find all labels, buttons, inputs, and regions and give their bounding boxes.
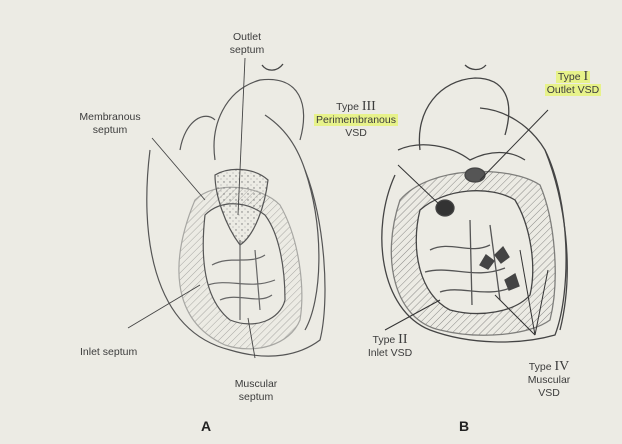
type-3-numeral: III: [362, 99, 376, 114]
type-1-word: Type: [558, 71, 581, 83]
label-outlet-septum: Outlet septum: [222, 31, 272, 57]
label-type-1: Type I Outlet VSD: [535, 70, 611, 97]
label-inlet-septum: Inlet septum: [80, 346, 137, 359]
heart-b-aorta: [419, 78, 508, 150]
label-membranous-septum: Membranous septum: [70, 111, 150, 137]
heart-b-inner: [416, 191, 532, 314]
heart-a-aorta: [214, 79, 304, 160]
panel-a-letter: A: [201, 418, 211, 434]
panel-b-letter: B: [459, 418, 469, 434]
heart-b: [262, 64, 567, 342]
label-type-2: Type II Inlet VSD: [360, 333, 420, 360]
type-2-numeral: II: [398, 332, 407, 347]
heart-a-trunk: [180, 116, 215, 150]
label-muscular-septum-line1: Muscular: [228, 378, 284, 391]
label-type-4: Type IV Muscular VSD: [517, 360, 581, 400]
type-3-text-1: Perimembranous: [314, 114, 398, 126]
heart-a-right-chamber: [305, 170, 319, 330]
label-type-4-heading: Type IV: [517, 360, 581, 374]
type-1-numeral: I: [584, 69, 589, 84]
type-4-text-2: VSD: [517, 387, 581, 400]
heart-b-trunk: [398, 145, 525, 160]
label-type-2-heading: Type II: [360, 333, 420, 347]
label-muscular-septum-line2: septum: [228, 391, 284, 404]
label-type-3-heading: Type III: [310, 100, 402, 114]
type-4-text-1: Muscular: [517, 374, 581, 387]
heart-b-arch: [465, 65, 486, 70]
type-2-word: Type: [372, 334, 395, 346]
label-membranous-septum-line2: septum: [70, 124, 150, 137]
label-outlet-septum-line1: Outlet: [222, 31, 272, 44]
type-3-text-2: VSD: [310, 127, 402, 140]
label-type-3: Type III Perimembranous VSD: [310, 100, 402, 140]
type-3-word: Type: [336, 101, 359, 113]
label-membranous-septum-line1: Membranous: [70, 111, 150, 124]
type-4-numeral: IV: [554, 359, 569, 374]
heart-a-arch: [262, 64, 283, 70]
label-muscular-septum: Muscular septum: [228, 378, 284, 404]
heart-b-defect-perimembranous: [436, 200, 454, 216]
type-4-word: Type: [529, 361, 552, 373]
type-1-text: Outlet VSD: [545, 84, 602, 96]
heart-b-defect-outlet: [465, 168, 485, 182]
type-2-text: Inlet VSD: [360, 347, 420, 360]
label-outlet-septum-line2: septum: [222, 44, 272, 57]
heart-a: [147, 79, 325, 356]
